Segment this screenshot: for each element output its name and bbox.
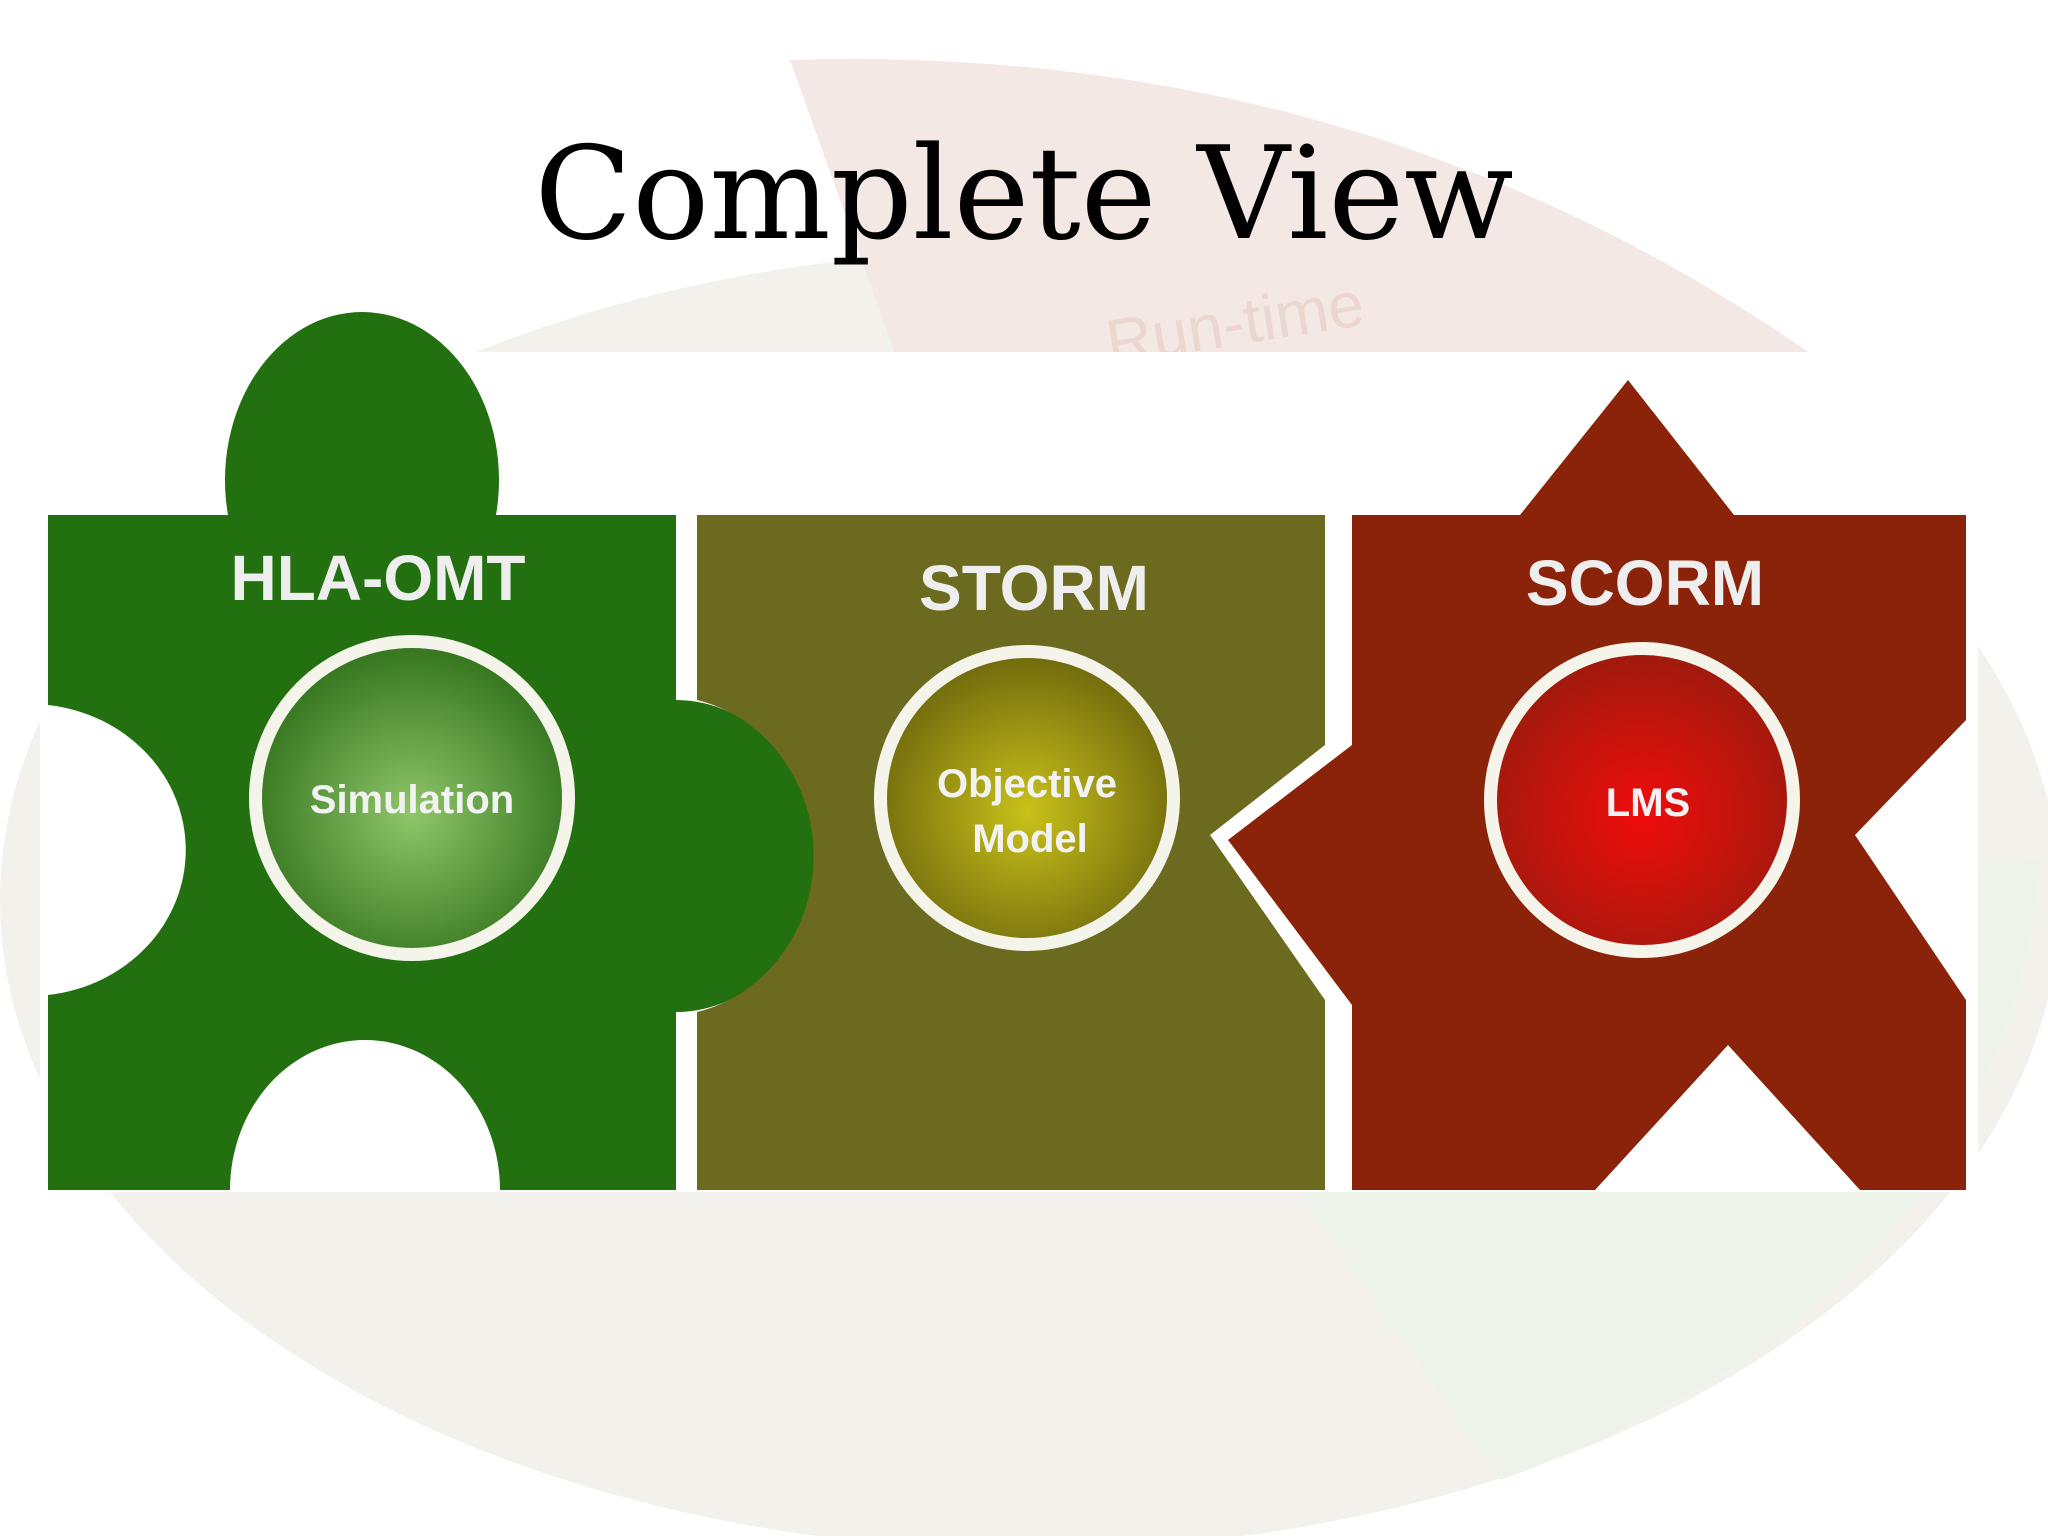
piece-center-label-simulation: Simulation (310, 778, 514, 822)
piece-center-label-model: Model (972, 817, 1088, 861)
piece-center-label-objective: Objective (937, 762, 1117, 806)
piece-circle-hla-omt (262, 648, 562, 948)
piece-label-scorm: SCORM (1526, 547, 1764, 619)
puzzle-piece-scorm: SCORM LMS (1228, 380, 1966, 1190)
piece-circle-storm (887, 658, 1167, 938)
puzzle-piece-hla-omt: HLA-OMT Simulation (48, 312, 816, 1190)
piece-circle-scorm (1497, 655, 1787, 945)
page-title: Complete View (534, 120, 1513, 269)
piece-label-hla-omt: HLA-OMT (230, 542, 525, 614)
piece-label-storm: STORM (919, 552, 1149, 624)
puzzle-piece-storm: STORM Objective Model (697, 515, 1325, 1190)
piece-center-label-lms: LMS (1606, 781, 1690, 825)
